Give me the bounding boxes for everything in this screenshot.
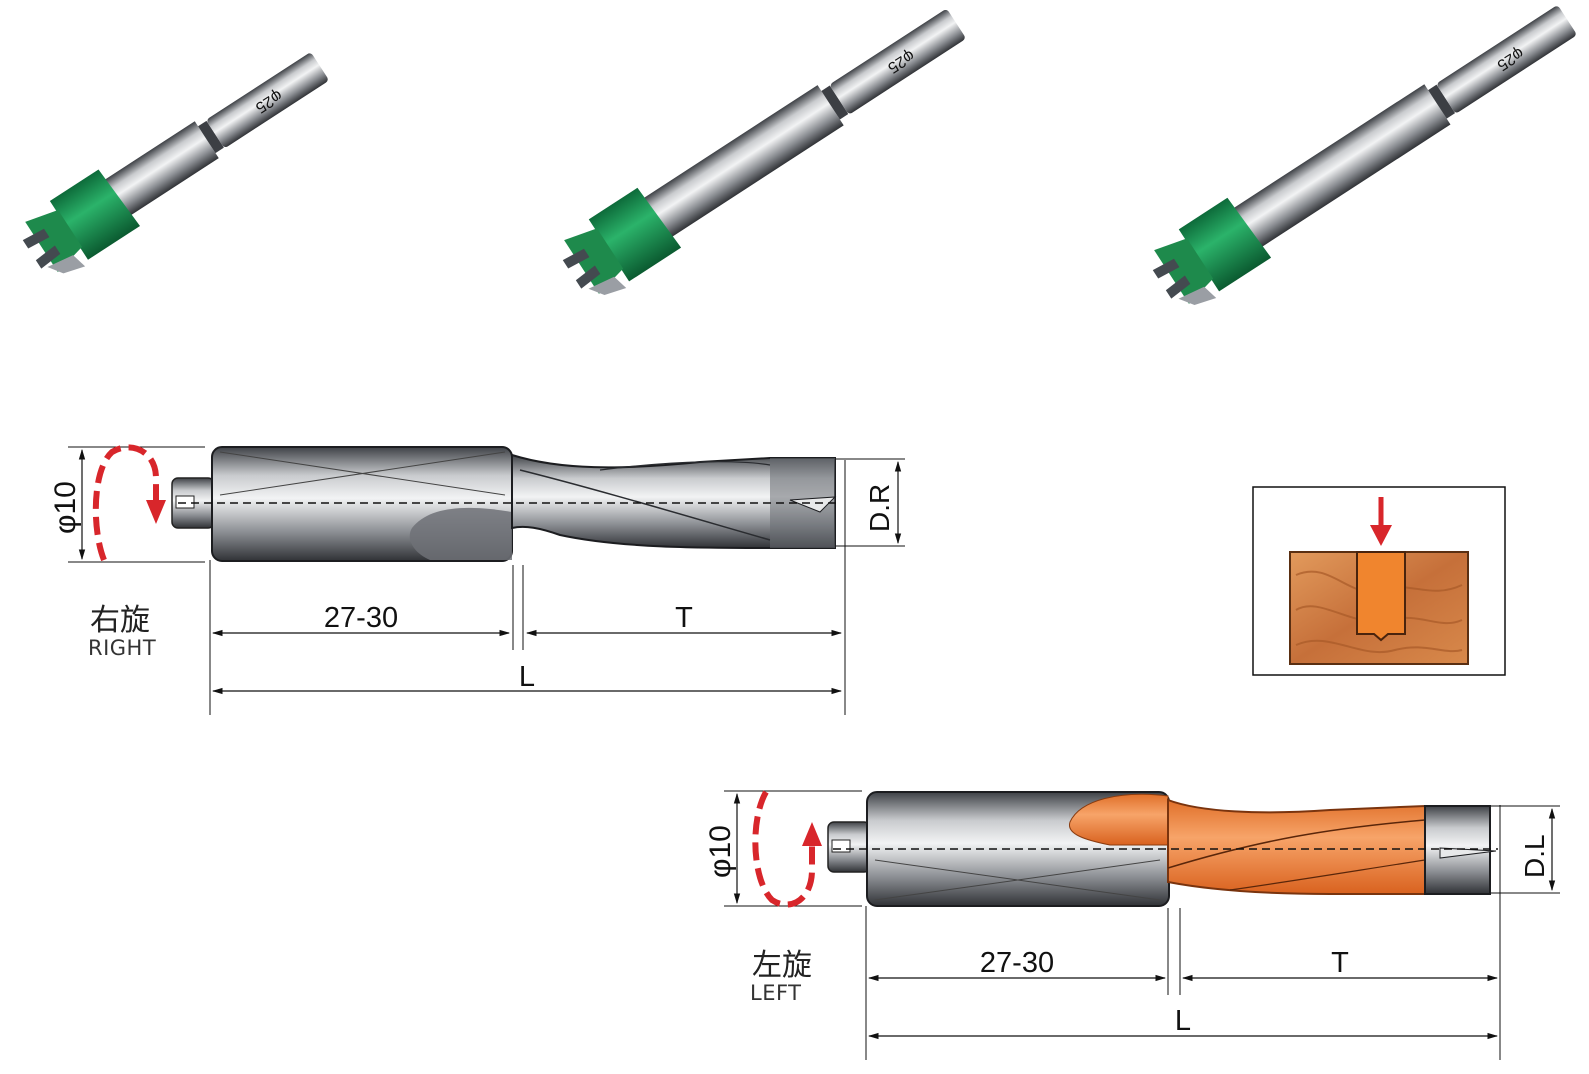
- hinge-bit-photo-1: φ25: [22, 53, 328, 274]
- shank-diameter-label: φ10: [704, 825, 737, 878]
- drilling-direction-arrow: [1370, 525, 1392, 546]
- shank-length-label: 27-30: [980, 947, 1054, 979]
- orange-flute-start: [1069, 793, 1169, 846]
- flute-length-label: T: [1331, 947, 1349, 979]
- shank-groove: [821, 85, 849, 120]
- total-length-label: L: [1175, 1005, 1191, 1037]
- rotation-label-en: LEFT: [750, 981, 802, 1005]
- hinge-bit-photo-2: φ25: [562, 9, 965, 295]
- flute-length-label: T: [675, 602, 693, 634]
- bit-body: [98, 121, 219, 221]
- rotation-arrow-left: [752, 790, 822, 908]
- bit-body: [637, 85, 844, 243]
- bit-shank: [830, 9, 965, 114]
- shank-groove: [198, 120, 224, 154]
- tip-diameter-label: D.R: [864, 484, 895, 532]
- right-drill-diagram: φ10 D.R 右旋 RIGHT 27-30 T: [49, 444, 905, 715]
- rotation-label-en: RIGHT: [88, 636, 156, 660]
- shank-length-label: 27-30: [324, 602, 398, 634]
- bit-shank: [207, 53, 328, 147]
- rotation-label-cn: 右旋: [90, 603, 150, 638]
- green-cutter-head: [49, 169, 140, 260]
- rotation-arrow-right: [92, 444, 166, 562]
- drilled-hole: [1356, 551, 1406, 642]
- rotation-label-cn: 左旋: [752, 948, 812, 983]
- bit-body: [1227, 84, 1451, 253]
- shank-diameter-label: φ10: [49, 481, 82, 534]
- wood-hole-illustration: [1252, 486, 1506, 676]
- tip-diameter-label: D.L: [1519, 834, 1550, 878]
- drill-tip: [1439, 847, 1497, 859]
- green-cutter-head: [1178, 197, 1272, 292]
- drill-flute: [511, 453, 836, 549]
- bit-shank: [1437, 6, 1576, 113]
- hinge-bit-photo-3: φ25: [1152, 6, 1576, 305]
- left-drill-diagram: φ10 D.L 左旋 LEFT 27-30 T: [704, 790, 1560, 1060]
- shank-groove: [1428, 84, 1456, 119]
- green-cutter-head: [588, 187, 682, 282]
- total-length-label: L: [519, 661, 535, 693]
- drill-tip: [789, 496, 837, 513]
